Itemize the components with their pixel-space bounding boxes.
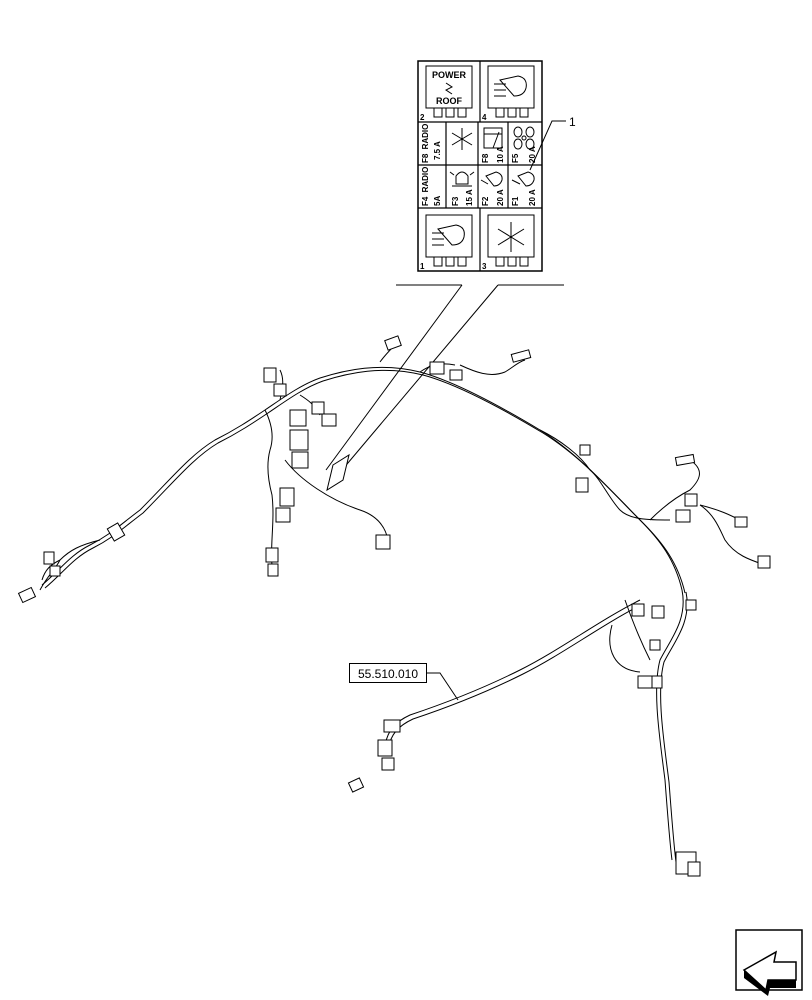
harness-connectors: [17, 335, 771, 877]
relay-number-3: 3: [482, 262, 487, 271]
fuse-f8-amp: 10 A: [496, 146, 505, 163]
relay-number-1: 1: [420, 262, 425, 271]
relay-number-4: 4: [482, 113, 487, 122]
work-light-icon: [425, 214, 473, 267]
work-light-icon: [487, 65, 535, 118]
next-page-arrow-icon[interactable]: [735, 929, 803, 996]
beacon-icon: [449, 171, 475, 187]
fuse-f1-label: F1: [511, 196, 520, 206]
callout-leader-line: [529, 120, 566, 171]
fuse-f4-radio-label: F4 RADIO: [421, 167, 430, 206]
fan-icon: [513, 126, 535, 150]
fuse-f5-label: F5: [511, 153, 520, 163]
window-wiper-icon: [483, 127, 503, 149]
fuse-f1-amp: 20 A: [528, 189, 537, 206]
fuse-f3-amp: 15 A: [465, 189, 474, 206]
callout-number: 1: [569, 115, 576, 129]
projection-lines: [325, 284, 564, 492]
work-light-icon: [480, 171, 503, 187]
fuse-f8-radio-amp: 7.5 A: [433, 141, 442, 160]
svg-text:ROOF: ROOF: [436, 96, 463, 106]
fuse-f2-label: F2: [481, 196, 490, 206]
snowflake-icon: [451, 128, 473, 150]
fuse-f5-amp: 20 A: [528, 146, 537, 163]
svg-text:POWER: POWER: [432, 70, 467, 80]
reference-leader-line: [427, 672, 459, 701]
snowflake-icon: [487, 214, 535, 267]
fuse-f3-label: F3: [451, 196, 460, 206]
fuse-f8-label: F8: [481, 153, 490, 163]
relay-number-2: 2: [420, 113, 425, 122]
fuse-f2-amp: 20 A: [496, 189, 505, 206]
fuse-f8-radio-label: F8 RADIO: [421, 124, 430, 163]
power-roof-icon: POWER ROOF: [425, 65, 473, 118]
work-light-icon: [511, 171, 535, 187]
reference-code-box[interactable]: 55.510.010: [349, 663, 427, 683]
fuse-f4-radio-amp: 5A: [433, 196, 442, 206]
fuse-box-detail: [417, 60, 543, 272]
wiring-harness: [39, 344, 766, 863]
